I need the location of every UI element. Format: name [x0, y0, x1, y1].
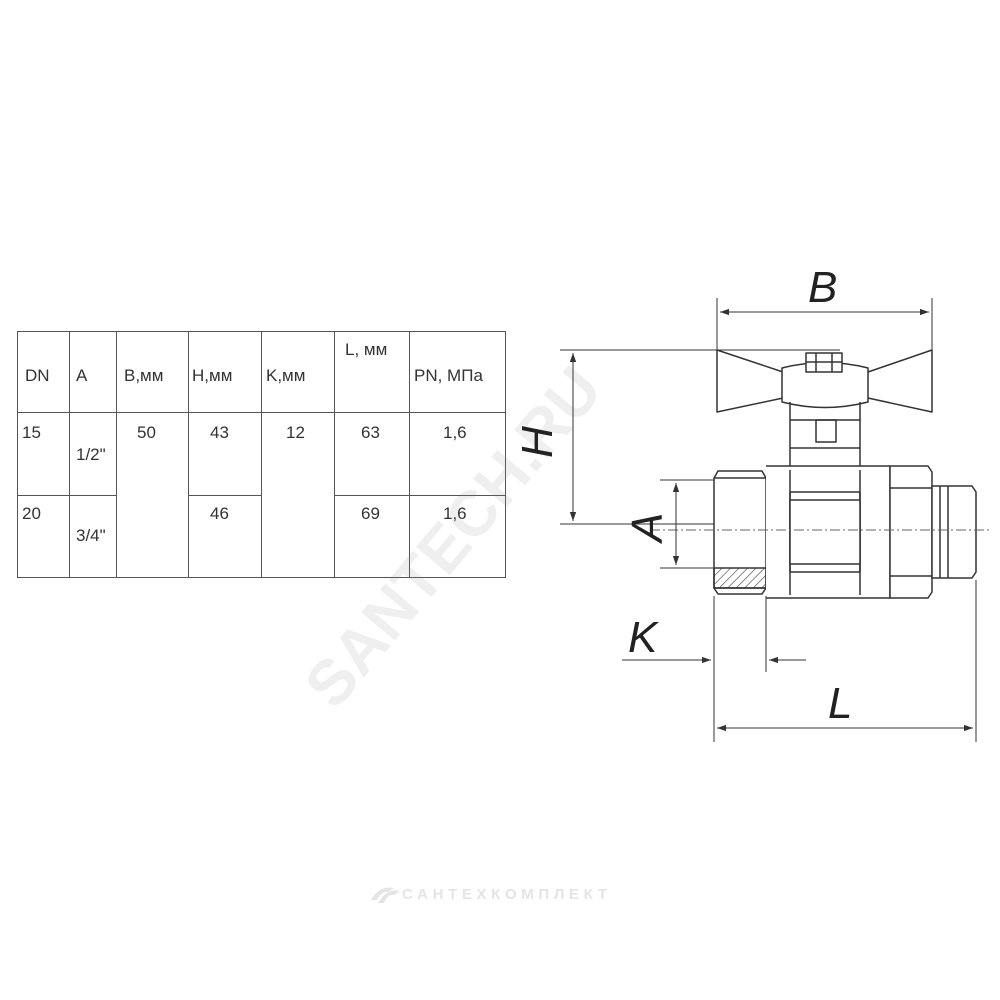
- dimension-k: [622, 596, 806, 672]
- header-k: K,мм: [261, 331, 335, 413]
- cell-pn-20: 1,6: [409, 495, 506, 578]
- header-a: A: [69, 331, 117, 413]
- dimension-a: [660, 479, 714, 569]
- brand-watermark: САНТЕХКОМПЛЕКТ: [371, 886, 607, 903]
- cell-a-20: 3/4": [69, 495, 117, 578]
- cell-h-20: 46: [188, 495, 262, 578]
- brand-watermark-text: САНТЕХКОМПЛЕКТ: [402, 886, 607, 903]
- label-h: H: [513, 426, 562, 458]
- header-pn: PN, МПа: [409, 331, 506, 413]
- table-row: 15 1/2" 50 43 12 63 1,6: [17, 412, 506, 578]
- table-header-row: DN A B,мм H,мм K,мм L, мм PN, МПа: [17, 331, 506, 413]
- label-l: L: [828, 679, 852, 728]
- label-b: B: [808, 263, 837, 312]
- butterfly-handle: [716, 349, 933, 413]
- watermark-diagonal-text: SANTECH.RU: [291, 353, 616, 721]
- dimension-h: [560, 349, 840, 525]
- label-a: A: [623, 513, 672, 545]
- spec-table: DN A B,мм H,мм K,мм L, мм PN, МПа 15 1/2…: [17, 331, 506, 578]
- cell-l-69: 69: [334, 495, 410, 578]
- valve-body-center: [766, 465, 891, 599]
- cell-b: 50: [116, 412, 189, 578]
- header-l: L, мм: [334, 331, 410, 413]
- cell-k: 12: [261, 412, 335, 578]
- cell-l-63: 63: [334, 412, 410, 496]
- header-dn: DN: [17, 331, 70, 413]
- valve-body-right: [889, 465, 977, 599]
- valve-body-left: [713, 470, 767, 595]
- label-k: K: [628, 613, 659, 662]
- cell-pn-15: 1,6: [409, 412, 506, 496]
- watermark: SANTECH.RU: [291, 353, 616, 721]
- brand-logo-icon: [371, 887, 400, 903]
- cell-dn-20: 20: [17, 495, 70, 578]
- dimension-l: [713, 580, 977, 742]
- dimension-b: [716, 298, 933, 352]
- cell-h-15: 43: [188, 412, 262, 496]
- valve-stem: [789, 402, 861, 470]
- table-row: 20 3/4" 46 69 1,6: [17, 495, 506, 578]
